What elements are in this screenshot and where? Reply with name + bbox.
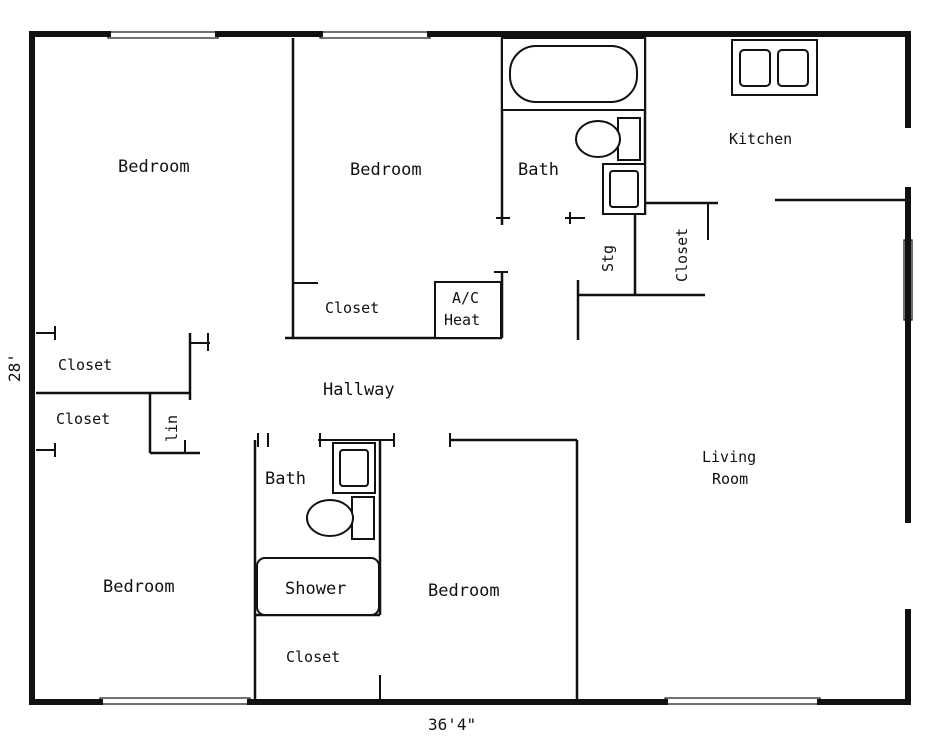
label-shower: Shower [285, 579, 346, 599]
kitchen-sink [731, 39, 818, 96]
label-closet-vertical: Closet [673, 228, 691, 282]
toilet-north [575, 117, 641, 161]
label-bedroom-nw: Bedroom [118, 157, 190, 177]
label-bedroom-n: Bedroom [350, 160, 422, 180]
exterior-walls [29, 31, 911, 705]
label-lin: lin [163, 415, 181, 442]
dimension-width: 36'4" [428, 715, 476, 734]
label-ac: A/C [452, 289, 479, 307]
interior-walls [36, 38, 905, 702]
label-closet-w2: Closet [56, 410, 110, 428]
label-bedroom-sw: Bedroom [103, 577, 175, 597]
sink-north [602, 163, 646, 215]
room-labels: Bedroom Bedroom Bath Kitchen Stg Closet … [56, 130, 792, 666]
label-bedroom-s: Bedroom [428, 581, 500, 601]
label-heat: Heat [444, 311, 480, 329]
label-closet-w1: Closet [58, 356, 112, 374]
sink-south [332, 442, 376, 494]
shower-stall [256, 557, 380, 616]
label-kitchen: Kitchen [729, 130, 792, 148]
label-closet-s: Closet [286, 648, 340, 666]
label-room: Room [712, 470, 748, 488]
ac-heat-unit [434, 281, 502, 339]
label-living: Living [702, 448, 756, 466]
toilet-south [306, 496, 375, 540]
label-bath-s: Bath [265, 469, 306, 489]
label-hallway: Hallway [323, 380, 395, 400]
fixtures [256, 37, 818, 616]
dimension-depth: 28' [5, 353, 24, 382]
label-bath-n: Bath [518, 160, 559, 180]
label-closet-mid: Closet [325, 299, 379, 317]
label-stg: Stg [599, 245, 617, 272]
